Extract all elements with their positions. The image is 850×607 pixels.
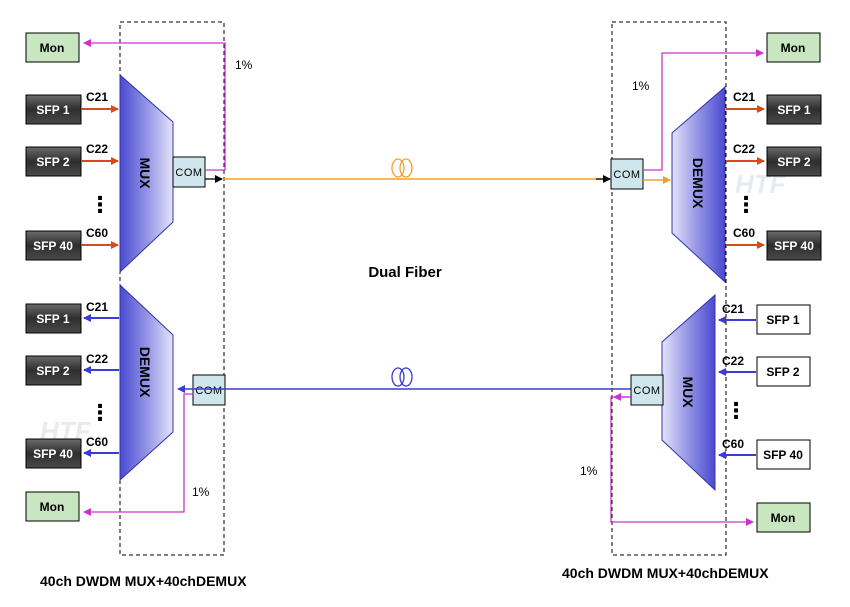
- right-tx-sfp-2: SFP 2: [756, 356, 811, 387]
- right-demux-com: COM: [610, 158, 644, 190]
- right-tx-sfp-1: SFP 1: [756, 304, 811, 335]
- left-rx-sfp-40: SFP 40: [25, 438, 82, 469]
- left-tx-ch-c60: C60: [86, 226, 108, 240]
- right-mux-device: [661, 293, 716, 492]
- left-rx-ch-c60: C60: [86, 435, 108, 449]
- left-tap-line-bottom: [83, 393, 193, 516]
- fiber-tx-coil-icon: [391, 158, 413, 178]
- right-tx-ch-c22: C22: [722, 354, 744, 368]
- left-tap-pct-bottom: 1%: [192, 485, 210, 499]
- left-tx-sfp-40: SFP 40: [25, 230, 82, 261]
- right-rx-sfp-2: SFP 2: [766, 146, 822, 177]
- right-demux-label: DEMUX: [690, 158, 706, 209]
- right-mux-com-label: COM: [633, 385, 660, 397]
- left-tx-sfp-40-label: SFP 40: [33, 239, 73, 253]
- left-rx-ch-c21: C21: [86, 300, 108, 314]
- right-mon-bottom-label: Mon: [771, 511, 796, 525]
- left-demux-com: COM: [192, 374, 226, 406]
- left-mon-top: Mon: [25, 32, 80, 63]
- left-tap-pct-top: 1%: [235, 58, 253, 72]
- left-tx-sfp-2-label: SFP 2: [36, 155, 69, 169]
- right-demux-device: [671, 85, 726, 284]
- left-tx-sfp-1-label: SFP 1: [36, 103, 69, 117]
- left-tx-ch-c21: C21: [86, 90, 108, 104]
- left-mux-label: MUX: [137, 157, 153, 189]
- right-tap-pct-top: 1%: [632, 79, 650, 93]
- right-tx-sfp-2-label: SFP 2: [766, 365, 799, 379]
- fiber-rx-coil-icon: [391, 367, 413, 387]
- right-rx-ch-c60: C60: [733, 226, 755, 240]
- right-caption: 40ch DWDM MUX+40chDEMUX: [562, 565, 769, 581]
- right-tx-ch-c21: C21: [722, 302, 744, 316]
- center-label: Dual Fiber: [368, 264, 442, 281]
- left-demux-device: [119, 283, 174, 482]
- left-mon-bottom: Mon: [25, 491, 80, 522]
- right-tx-sfp-40: SFP 40: [756, 439, 811, 470]
- left-rx-sfp-40-label: SFP 40: [33, 447, 73, 461]
- right-rx-sfp-40-label: SFP 40: [774, 239, 814, 253]
- right-mux-com: COM: [630, 374, 664, 406]
- right-rx-sfp-1: SFP 1: [766, 94, 822, 125]
- left-rx-ch-c22: C22: [86, 352, 108, 366]
- right-tap-line-top: [643, 49, 764, 171]
- left-mux-device: [119, 73, 174, 274]
- left-caption: 40ch DWDM MUX+40chDEMUX: [40, 573, 247, 589]
- right-rx-ellipsis: ⋮: [735, 192, 757, 217]
- left-rx-sfp-1: SFP 1: [25, 303, 82, 334]
- right-rx-ch-c22: C22: [733, 142, 755, 156]
- left-demux-label: DEMUX: [137, 347, 153, 398]
- left-tx-ch-c22: C22: [86, 142, 108, 156]
- left-rx-ellipsis: ⋮: [89, 400, 111, 425]
- left-enclosure: [119, 21, 225, 556]
- left-mux-com: COM: [172, 156, 206, 188]
- left-tx-sfp-2: SFP 2: [25, 146, 82, 177]
- right-demux-com-label: COM: [613, 169, 640, 181]
- right-mux-label: MUX: [680, 376, 696, 408]
- left-mon-bottom-label: Mon: [40, 500, 65, 514]
- left-rx-sfp-2-label: SFP 2: [36, 364, 69, 378]
- right-tx-sfp-40-label: SFP 40: [763, 448, 803, 462]
- left-demux-com-label: COM: [195, 385, 222, 397]
- right-mon-top: Mon: [766, 32, 821, 63]
- right-tx-sfp-1-label: SFP 1: [766, 313, 799, 327]
- right-enclosure: [611, 21, 727, 556]
- right-tx-ellipsis: ⋮: [725, 398, 747, 423]
- left-tx-ellipsis: ⋮: [89, 192, 111, 217]
- right-mon-bottom: Mon: [756, 502, 811, 533]
- right-rx-sfp-2-label: SFP 2: [777, 155, 810, 169]
- right-tap-pct-bottom: 1%: [580, 464, 598, 478]
- left-tap-line-top: [83, 39, 226, 171]
- left-mux-com-label: COM: [175, 167, 202, 179]
- right-rx-sfp-1-label: SFP 1: [777, 103, 810, 117]
- left-mon-top-label: Mon: [40, 41, 65, 55]
- right-rx-sfp-40: SFP 40: [766, 230, 822, 261]
- right-rx-ch-c21: C21: [733, 90, 755, 104]
- left-rx-sfp-2: SFP 2: [25, 355, 82, 386]
- right-tx-ch-c60: C60: [722, 437, 744, 451]
- left-tx-sfp-1: SFP 1: [25, 94, 82, 125]
- left-rx-sfp-1-label: SFP 1: [36, 312, 69, 326]
- right-mon-top-label: Mon: [781, 41, 806, 55]
